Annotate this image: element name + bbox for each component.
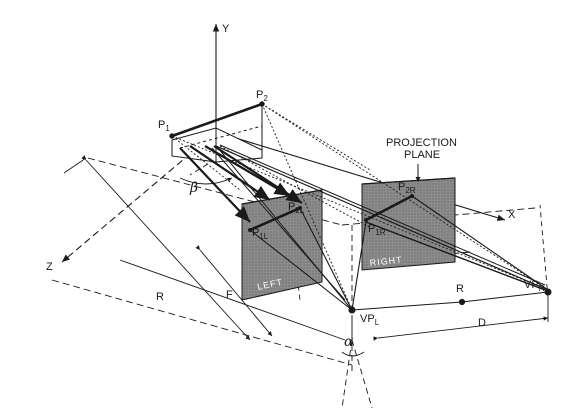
viewpoints	[348, 288, 552, 314]
x-axis-label: X	[508, 209, 516, 221]
p2-label: P2	[256, 89, 268, 103]
left-p1-label: P1L	[252, 227, 269, 241]
r-point	[458, 298, 466, 306]
beta-arc	[179, 177, 233, 185]
segment-p1-p2	[171, 102, 263, 138]
vp-right-point	[544, 288, 552, 296]
r-point-label: R	[456, 283, 464, 295]
x-axis	[215, 131, 506, 221]
vp-left-label: VPL	[360, 313, 380, 327]
right-p2-label: P2R	[398, 181, 416, 195]
vp-right-label: VPR	[524, 279, 545, 293]
alpha-label: α	[344, 334, 354, 350]
y-axis-label: Y	[222, 23, 230, 35]
d-dimension	[373, 316, 549, 341]
z-axis-label: Z	[46, 261, 53, 273]
dimension-lines	[81, 155, 549, 357]
f-dimension	[195, 245, 273, 337]
r-dimension-label: R	[156, 291, 164, 303]
p1-label: P1	[158, 119, 170, 133]
f-dimension-label: F	[226, 289, 233, 301]
projection-plane-title: PROJECTION	[386, 137, 457, 149]
left-p2-label: P2L	[288, 201, 305, 215]
projection-plane-subtitle: PLANE	[404, 149, 440, 161]
vp-left-point	[348, 306, 356, 314]
right-p1-label: P1R	[368, 223, 386, 237]
d-dimension-label: D	[478, 317, 486, 329]
r-dimension	[81, 155, 251, 341]
alpha-arc	[341, 351, 365, 357]
image-points	[248, 194, 414, 232]
beta-label: β	[189, 180, 198, 196]
right-plane-label: RIGHT	[369, 255, 403, 268]
